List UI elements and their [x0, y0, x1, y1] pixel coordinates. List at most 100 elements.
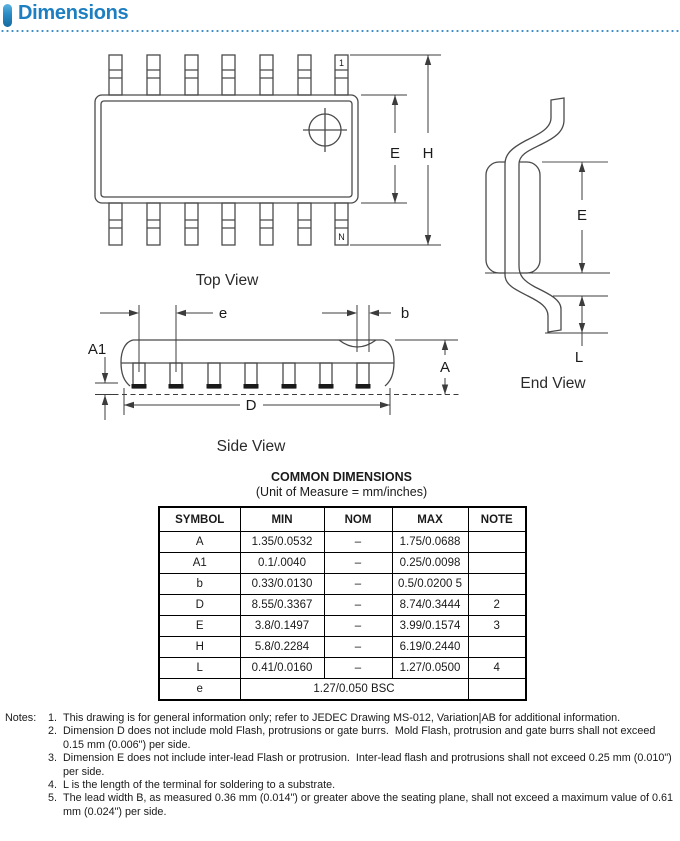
cell-symbol: H: [158, 636, 241, 658]
dim-label-e: e: [219, 305, 227, 322]
package-side-view-outline: [105, 339, 460, 395]
side-view-dimension-lines: [95, 305, 458, 420]
cell-min: 5.8/0.2284: [239, 636, 325, 658]
cell-nom: –: [323, 531, 393, 553]
dim-arrowheads: [578, 162, 586, 333]
table-row: A1 0.1/.0040 – 0.25/0.0098: [158, 552, 527, 574]
dim-e-extension-lines: [138, 305, 177, 372]
package-body-inner: [100, 100, 353, 198]
cell-min: 8.55/0.3367: [239, 594, 325, 616]
table-row: b 0.33/0.0130 – 0.5/0.0200 5: [158, 573, 527, 595]
table-row: L 0.41/0.0160 – 1.27/0.0500 4: [158, 657, 527, 679]
note-item: 4. L is the length of the terminal for s…: [48, 779, 677, 792]
cell-max: 1.27/0.0500: [391, 657, 469, 679]
page-title: Dimensions: [18, 2, 129, 24]
top-view-dimension-lines: [350, 54, 441, 246]
table-row: E 3.8/0.1497 – 3.99/0.1574 3: [158, 615, 527, 637]
cell-max: 1.75/0.0688: [391, 531, 469, 553]
cell-min: 0.1/.0040: [239, 552, 325, 574]
cell-max: 0.25/0.0098: [391, 552, 469, 574]
lead-feet: [131, 384, 371, 389]
dotted-divider: [0, 29, 680, 33]
end-view-dimension-lines: [485, 161, 610, 346]
notes-section: Notes: 1. This drawing is for general in…: [5, 712, 677, 819]
pin1-label: 1: [339, 58, 344, 68]
cell-note: [467, 678, 527, 701]
notes-label: Notes:: [5, 712, 37, 724]
side-view-caption: Side View: [217, 438, 286, 455]
dim-label-L: L: [575, 349, 583, 366]
cell-max: 8.74/0.3444: [391, 594, 469, 616]
common-dimensions-table: SYMBOL MIN NOM MAX NOTE A 1.35/0.0532 – …: [158, 506, 527, 701]
notes-list: 1. This drawing is for general informati…: [48, 712, 677, 819]
table-subtitle: (Unit of Measure = mm/inches): [255, 485, 428, 499]
cell-nom: –: [323, 636, 393, 658]
cell-symbol: A: [158, 531, 241, 553]
dim-label-D: D: [246, 397, 257, 414]
pin1-indicator-cross: [303, 108, 347, 152]
top-view-drawing: 1 N E H Top View: [94, 54, 441, 289]
pinN-label: N: [338, 232, 345, 242]
dim-arrowheads: [101, 309, 449, 409]
cell-symbol: A1: [158, 552, 241, 574]
note-number: 3.: [48, 752, 58, 765]
table-row: D 8.55/0.3367 – 8.74/0.3444 2: [158, 594, 527, 616]
note-number: 1.: [48, 712, 58, 724]
cell-note: 4: [467, 657, 527, 679]
package-body-outer: [94, 94, 359, 204]
col-header-max: MAX: [391, 506, 469, 532]
table-row-e: e 1.27/0.050 BSC: [158, 678, 527, 701]
gull-wing-lead: [504, 97, 565, 333]
cell-nom: –: [323, 552, 393, 574]
cell-note: 2: [467, 594, 527, 616]
package-top-view-outline: [94, 54, 359, 246]
package-end-view-outline: [485, 97, 565, 333]
cell-note: [467, 531, 527, 553]
dim-label-A: A: [440, 359, 450, 376]
cell-symbol: L: [158, 657, 241, 679]
dim-H-extension-lines: [350, 54, 441, 246]
note-item: 3. Dimension E does not include inter-le…: [48, 752, 677, 779]
note-number: 5.: [48, 792, 58, 805]
cell-nom: –: [323, 615, 393, 637]
cell-min: 0.33/0.0130: [239, 573, 325, 595]
cell-max: 3.99/0.1574: [391, 615, 469, 637]
table-header-row: SYMBOL MIN NOM MAX NOTE: [158, 506, 527, 532]
cell-nom: –: [323, 594, 393, 616]
cell-symbol: b: [158, 573, 241, 595]
dim-label-A1: A1: [88, 341, 106, 358]
dim-D-extension-lines: [123, 388, 391, 415]
end-view-drawing: E L End View: [485, 97, 610, 392]
cell-note: [467, 573, 527, 595]
note-text: Dimension D does not include mold Flash,…: [63, 725, 659, 751]
section-marker-icon: [3, 4, 12, 27]
dimensions-table-section: COMMON DIMENSIONS (Unit of Measure = mm/…: [158, 470, 527, 701]
cell-note: [467, 552, 527, 574]
dim-b-extension-lines: [356, 305, 370, 352]
dim-E-extension-lines: [361, 94, 407, 204]
cell-nom: –: [323, 573, 393, 595]
cell-note: 3: [467, 615, 527, 637]
col-header-min: MIN: [239, 506, 325, 532]
dim-label-H: H: [423, 145, 434, 162]
table-row: A 1.35/0.0532 – 1.75/0.0688: [158, 531, 527, 553]
dim-L-extension-lines: [545, 295, 608, 334]
cell-note: [467, 636, 527, 658]
note-text: Dimension E does not include inter-lead …: [63, 752, 675, 778]
cell-nom: –: [323, 657, 393, 679]
dim-A1-ticks: [95, 382, 118, 395]
cell-span-value: 1.27/0.050 BSC: [239, 678, 469, 701]
note-item: 5. The lead width B, as measured 0.36 mm…: [48, 792, 677, 819]
col-header-symbol: SYMBOL: [158, 506, 241, 532]
note-text: This drawing is for general information …: [63, 712, 621, 724]
table-title: COMMON DIMENSIONS: [271, 470, 412, 484]
col-header-nom: NOM: [323, 506, 393, 532]
cell-max: 6.19/0.2440: [391, 636, 469, 658]
note-item: 1. This drawing is for general informati…: [48, 712, 677, 725]
note-number: 2.: [48, 725, 58, 738]
col-header-note: NOTE: [467, 506, 527, 532]
dim-label-E: E: [577, 207, 587, 224]
cell-max: 0.5/0.0200 5: [391, 573, 469, 595]
note-item: 2. Dimension D does not include mold Fla…: [48, 725, 677, 752]
